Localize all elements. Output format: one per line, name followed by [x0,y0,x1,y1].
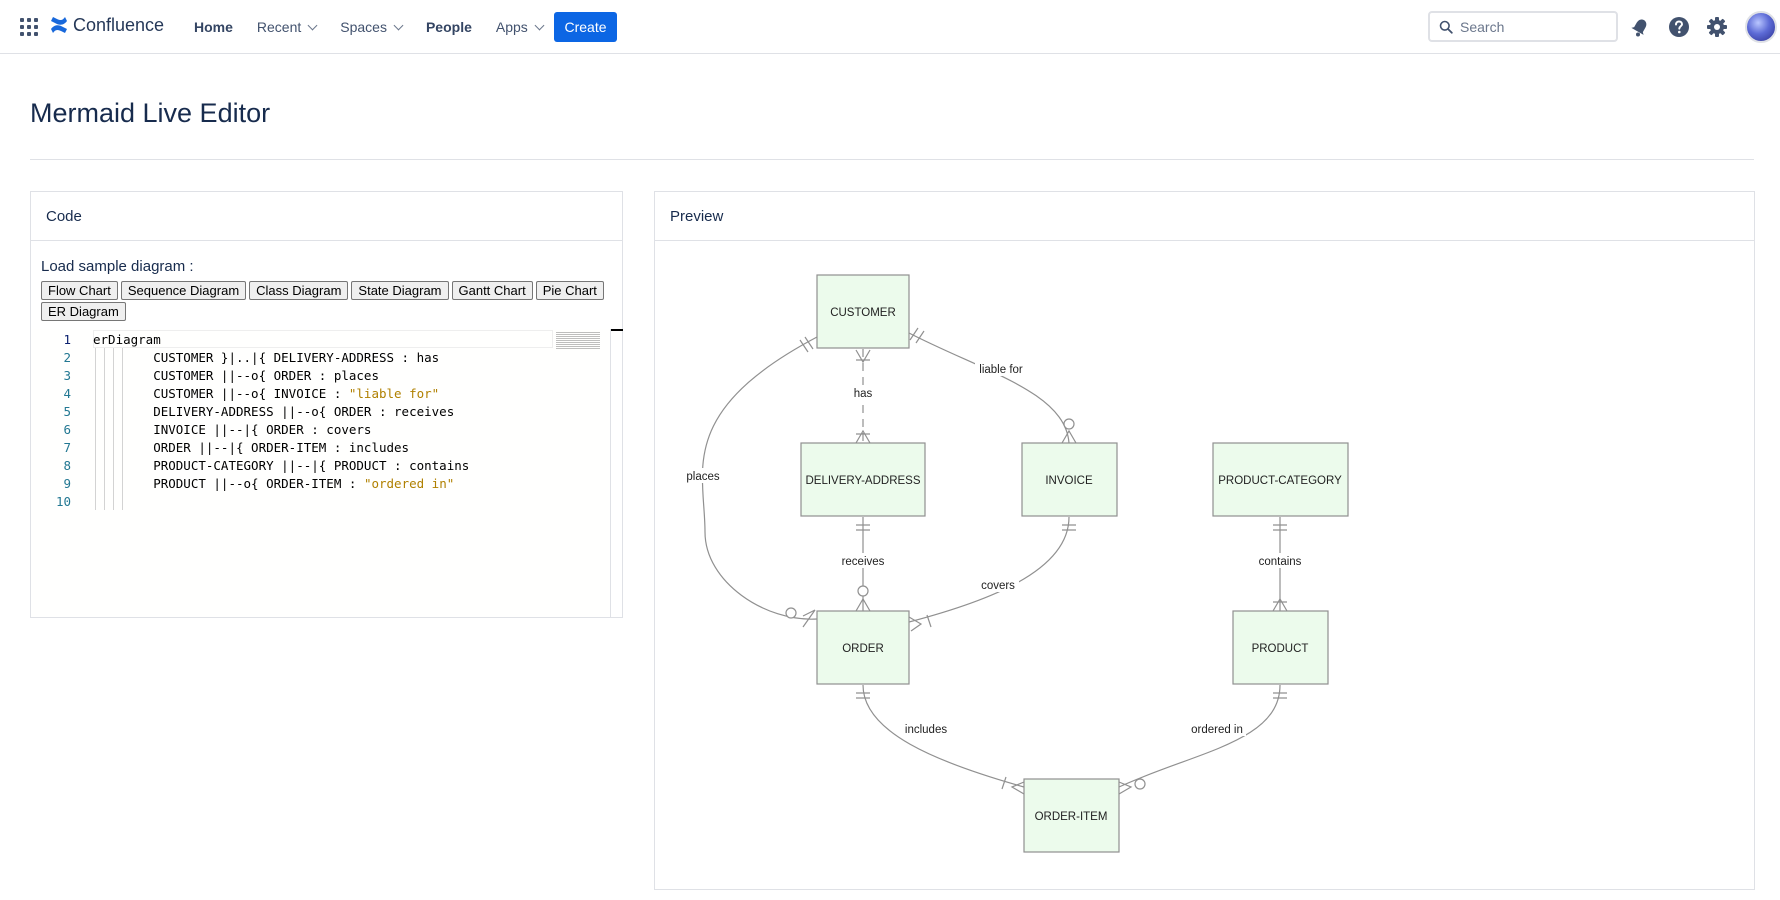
primary-nav: Home Recent Spaces People Apps [182,0,555,54]
editor-minimap[interactable] [556,331,600,349]
code-line[interactable]: 2 CUSTOMER }|..|{ DELIVERY-ADDRESS : has [63,350,440,365]
confluence-logo[interactable]: Confluence [49,14,164,36]
notifications-icon[interactable] [1628,15,1652,39]
label-places: places [686,471,719,483]
sample-gantt-chart-button[interactable]: Gantt Chart [451,281,533,300]
entity-product: PRODUCT [1232,610,1329,685]
load-sample-label: Load sample diagram : [41,258,194,275]
nav-home[interactable]: Home [194,19,233,35]
entity-customer: CUSTOMER [816,274,910,349]
relationship-line-liable-for [908,332,1070,444]
nav-spaces[interactable]: Spaces [328,0,414,54]
er-diagram: CUSTOMER DELIVERY-ADDRESS INVOICE PRODUC… [683,274,1349,853]
entity-order: ORDER [816,610,910,685]
label-has: has [854,388,873,400]
relationship-line-includes [862,684,1025,788]
code-panel-header: Code [31,192,622,241]
editor-scrollbar[interactable] [611,329,623,331]
page-title: Mermaid Live Editor [30,98,271,128]
sample-pie-chart-button[interactable]: Pie Chart [535,281,604,300]
preview-panel: Preview [654,191,1755,890]
chevron-down-icon [534,20,545,30]
avatar[interactable] [1745,11,1777,43]
title-divider [30,159,1754,160]
code-line[interactable]: 9 PRODUCT ||--o{ ORDER-ITEM : "ordered i… [63,476,455,491]
sample-sequence-diagram-button[interactable]: Sequence Diagram [120,281,247,300]
label-covers: covers [981,580,1015,592]
help-icon[interactable] [1667,15,1691,39]
chevron-down-icon [307,20,318,30]
label-receives: receives [842,556,885,568]
svg-text:PRODUCT-CATEGORY: PRODUCT-CATEGORY [1218,475,1342,487]
sample-class-diagram-button[interactable]: Class Diagram [249,281,349,300]
code-line[interactable]: 10 [55,494,71,509]
svg-text:PRODUCT: PRODUCT [1252,643,1309,655]
entity-order-item: ORDER-ITEM [1023,778,1120,853]
code-line[interactable]: 6 INVOICE ||--|{ ORDER : covers [63,422,372,437]
code-line[interactable]: 3 CUSTOMER ||--o{ ORDER : places [63,368,379,383]
create-button[interactable]: Create [554,12,617,42]
nav-apps[interactable]: Apps [484,0,555,54]
svg-text:INVOICE: INVOICE [1045,475,1093,487]
svg-text:ORDER-ITEM: ORDER-ITEM [1035,811,1108,823]
relationship-line-covers [908,516,1070,623]
chevron-down-icon [393,20,404,30]
label-liable-for: liable for [979,364,1023,376]
confluence-logo-icon [51,17,67,33]
sample-state-diagram-button[interactable]: State Diagram [351,281,449,300]
preview-panel-header: Preview [655,192,1754,241]
nav-people[interactable]: People [425,19,472,35]
nav-recent[interactable]: Recent [245,0,328,54]
code-line[interactable]: 5 DELIVERY-ADDRESS ||--o{ ORDER : receiv… [63,404,455,419]
indent-guides [95,348,155,510]
sample-er-diagram-button[interactable]: ER Diagram [41,302,126,321]
entity-product-category: PRODUCT-CATEGORY [1212,442,1349,517]
svg-text:ORDER: ORDER [842,643,884,655]
svg-text:CUSTOMER: CUSTOMER [830,307,896,319]
current-line-highlight [93,330,553,348]
relationship-line-ordered-in [1118,684,1281,788]
code-line[interactable]: 4 CUSTOMER ||--o{ INVOICE : "liable for" [63,386,440,401]
relationship-line-places [701,336,818,620]
search-icon [1439,20,1453,34]
entity-invoice: INVOICE [1021,442,1118,517]
app-name: Confluence [73,14,165,35]
label-includes: includes [905,724,947,736]
code-line[interactable]: 8 PRODUCT-CATEGORY ||--|{ PRODUCT : cont… [63,458,470,473]
search-input[interactable] [1460,18,1610,35]
entity-delivery-address: DELIVERY-ADDRESS [800,442,926,517]
label-contains: contains [1259,556,1302,568]
top-navigation: Confluence Home Recent Spaces People App… [0,0,1780,54]
settings-icon[interactable] [1705,15,1729,39]
search-box[interactable] [1428,11,1618,42]
app-switcher-icon[interactable] [20,18,38,36]
label-ordered-in: ordered in [1191,724,1243,736]
code-line[interactable]: 7 ORDER ||--|{ ORDER-ITEM : includes [63,440,410,455]
svg-text:DELIVERY-ADDRESS: DELIVERY-ADDRESS [805,475,920,487]
sample-flow-chart-button[interactable]: Flow Chart [41,281,118,300]
